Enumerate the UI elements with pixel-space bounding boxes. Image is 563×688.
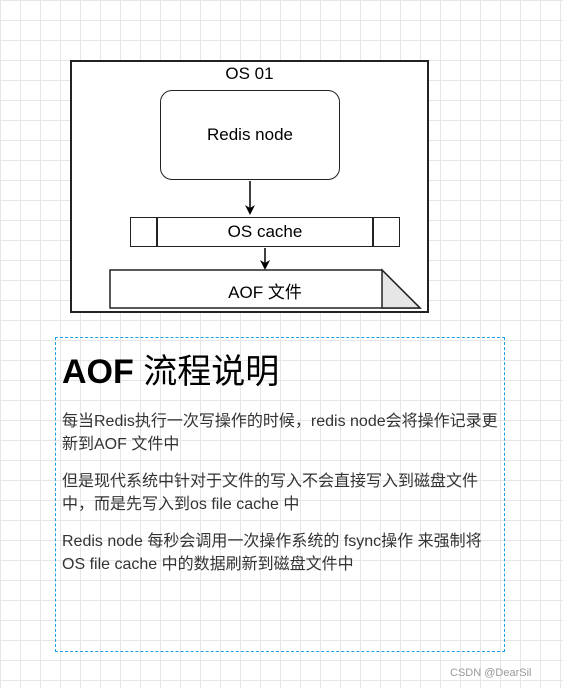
os-cache-right-divider: [372, 217, 374, 247]
aof-file-label: AOF 文件: [228, 282, 302, 302]
os-cache-left-divider: [156, 217, 158, 247]
notes-paragraph-2: 但是现代系统中针对于文件的写入不会直接写入到磁盘文件中，而是先写入到os fil…: [62, 473, 479, 513]
notes-heading-bold: AOF: [62, 353, 134, 391]
redis-node-label: Redis node: [206, 125, 293, 144]
notes-heading: AOF 流程说明: [62, 344, 279, 393]
redis-node-shape: Redis node: [160, 90, 340, 180]
notes-paragraph-3: Redis node 每秒会调用一次操作系统的 fsync操作 来强制将 OS …: [62, 533, 482, 573]
os-cache-shape: [130, 217, 400, 247]
os-cache-label: OS cache: [227, 222, 303, 241]
watermark: CSDN @DearSil: [450, 667, 532, 679]
notes-paragraph-1: 每当Redis执行一次写操作的时候，redis node会将操作记录更新到AOF…: [62, 413, 498, 453]
os-title: OS 01: [225, 64, 274, 83]
notes-box: [55, 337, 505, 652]
notes-heading-rest: 流程说明: [143, 352, 280, 392]
